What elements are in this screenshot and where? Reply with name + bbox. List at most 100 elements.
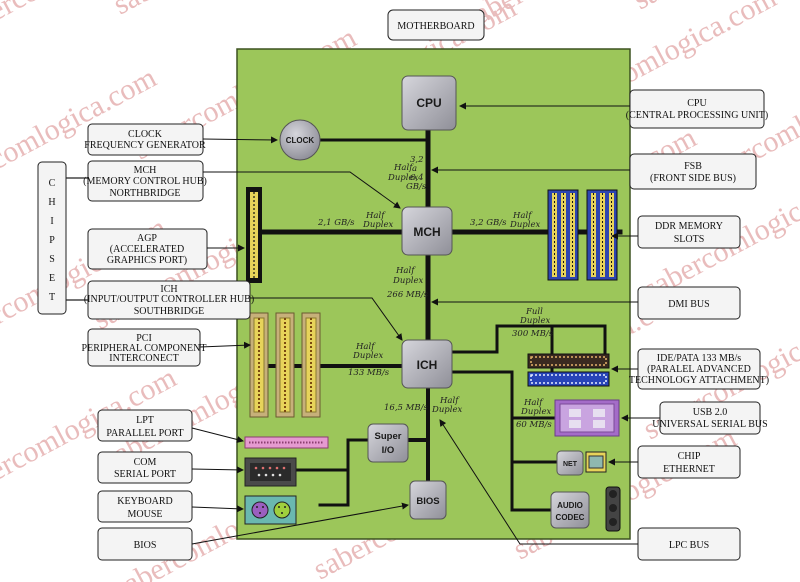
svg-text:TECHNOLOGY ATTACHMENT): TECHNOLOGY ATTACHMENT): [629, 375, 769, 386]
svg-text:133 MB/s: 133 MB/s: [348, 368, 390, 378]
callout-ethernet: CHIP ETHERNET: [608, 445, 741, 479]
svg-text:MOUSE: MOUSE: [127, 509, 162, 520]
svg-text:S: S: [49, 254, 55, 265]
cpu-chip-label: CPU: [416, 96, 441, 110]
svg-text:3,2: 3,2: [410, 155, 424, 165]
svg-text:3,2 GB/s: 3,2 GB/s: [470, 218, 507, 228]
svg-text:SOUTHBRIDGE: SOUTHBRIDGE: [134, 306, 205, 317]
svg-text:I: I: [50, 216, 53, 227]
callout-ddr: DDR MEMORY SLOTS: [611, 215, 741, 249]
svg-text:H: H: [48, 197, 55, 208]
svg-text:Half: Half: [523, 398, 544, 408]
mch-chip-label: MCH: [413, 225, 440, 239]
bus-labels: Half Duplex 3,2 a 6,4 GB/s 2,1 GB/s Half…: [317, 155, 554, 430]
callout-bios: BIOS: [97, 502, 409, 561]
svg-text:2,1 GB/s: 2,1 GB/s: [317, 218, 355, 228]
callout-usb: USB 2.0 UNIVERSAL SERIAL BUS: [621, 401, 768, 435]
svg-text:COM: COM: [134, 457, 157, 468]
svg-text:a: a: [412, 164, 417, 174]
svg-text:6,4: 6,4: [410, 173, 424, 183]
svg-text:Duplex: Duplex: [509, 220, 540, 230]
superio-label-1: Super: [375, 431, 402, 442]
svg-text:SLOTS: SLOTS: [674, 234, 705, 245]
usb-ports: [554, 399, 620, 437]
superio-label-2: I/O: [382, 445, 395, 456]
svg-text:E: E: [49, 273, 55, 284]
callout-fsb: FSB (FRONT SIDE BUS): [431, 153, 757, 190]
svg-text:BIOS: BIOS: [134, 540, 157, 551]
pci-slots: [249, 312, 321, 418]
svg-text:(PARALEL ADVANCED: (PARALEL ADVANCED: [647, 364, 751, 375]
audio-bus: [510, 460, 554, 512]
svg-text:300 MB/s: 300 MB/s: [512, 329, 554, 339]
svg-text:FREQUENCY GENERATOR: FREQUENCY GENERATOR: [84, 140, 206, 151]
svg-text:Half: Half: [512, 211, 533, 221]
svg-text:Duplex: Duplex: [520, 407, 551, 417]
svg-text:Duplex: Duplex: [352, 351, 383, 361]
svg-text:PERIPHERAL COMPONENT: PERIPHERAL COMPONENT: [82, 343, 207, 354]
ps2-connectors: [244, 495, 297, 525]
callout-cpu: CPU (CENTRAL PROCESSING UNIT): [459, 89, 768, 129]
callout-com: COM SERIAL PORT: [97, 451, 244, 484]
agp-slot: [246, 187, 262, 283]
ide-bus: [450, 324, 607, 357]
ddr-slot-group: [586, 189, 618, 281]
callout-keyboard: KEYBOARD MOUSE: [97, 490, 244, 523]
ddr-slot-group: [547, 189, 579, 281]
audio-label-2: CODEC: [556, 513, 585, 522]
svg-text:LPT: LPT: [136, 415, 154, 426]
chipset-box: C H I P S E T: [37, 161, 88, 315]
ethernet-socket: [585, 451, 607, 473]
svg-text:Duplex: Duplex: [431, 405, 462, 415]
callout-clock: CLOCK FREQUENCY GENERATOR: [84, 123, 278, 156]
clock-chip: CLOCK: [279, 119, 321, 161]
svg-text:T: T: [49, 292, 55, 303]
audio-jacks: [605, 486, 621, 532]
svg-text:Half: Half: [439, 396, 460, 406]
svg-text:(INPUT/OUTPUT CONTROLLER HUB): (INPUT/OUTPUT CONTROLLER HUB): [84, 294, 254, 305]
clock-chip-label: CLOCK: [286, 136, 315, 145]
watermark-text: sabercomlogica.com: [108, 0, 342, 21]
svg-text:PARALLEL PORT: PARALLEL PORT: [106, 428, 183, 439]
callout-ich: ICH (INPUT/OUTPUT CONTROLLER HUB) SOUTHB…: [84, 280, 403, 341]
svg-text:DDR MEMORY: DDR MEMORY: [655, 221, 723, 232]
page-title: MOTHERBOARD: [397, 21, 474, 32]
svg-text:Duplex: Duplex: [519, 316, 550, 326]
callout-pci: PCI PERIPHERAL COMPONENT INTERCONECT: [82, 328, 251, 367]
com-connector: [244, 457, 297, 487]
net-chip-label: NET: [563, 461, 578, 468]
left-callouts: CLOCK FREQUENCY GENERATOR MCH (MEMORY CO…: [82, 123, 409, 561]
svg-text:UNIVERSAL SERIAL BUS: UNIVERSAL SERIAL BUS: [652, 419, 767, 430]
svg-text:(MEMORY CONTROL HUB): (MEMORY CONTROL HUB): [83, 176, 207, 187]
svg-text:DMI BUS: DMI BUS: [668, 299, 709, 310]
svg-text:ICH: ICH: [160, 284, 177, 295]
audio-chip: AUDIO CODEC: [550, 491, 590, 529]
svg-text:KEYBOARD: KEYBOARD: [117, 496, 173, 507]
lpt-link: [318, 438, 370, 507]
lpt-connector: [244, 436, 329, 449]
ide-connector-1: [527, 353, 610, 369]
svg-text:(FRONT SIDE BUS): (FRONT SIDE BUS): [650, 173, 736, 184]
bios-chip-label: BIOS: [416, 496, 439, 507]
svg-text:C: C: [49, 178, 56, 189]
cpu-chip: CPU: [401, 75, 457, 131]
svg-text:Duplex: Duplex: [392, 276, 423, 286]
svg-text:SERIAL PORT: SERIAL PORT: [114, 469, 176, 480]
callout-lpc: LPC BUS: [439, 419, 741, 561]
pci-slot: [249, 312, 269, 418]
ide-connector-2: [527, 371, 610, 387]
svg-text:Duplex: Duplex: [387, 173, 418, 183]
svg-text:INTERCONECT: INTERCONECT: [109, 353, 178, 364]
svg-text:USB 2.0: USB 2.0: [693, 407, 727, 418]
svg-text:CHIP: CHIP: [678, 451, 701, 462]
pci-slot: [301, 312, 321, 418]
title-box: MOTHERBOARD: [387, 9, 485, 41]
callout-lpt: LPT PARALLEL PORT: [97, 409, 244, 443]
svg-text:60 MB/s: 60 MB/s: [516, 420, 552, 430]
svg-text:266 MB/s: 266 MB/s: [386, 290, 429, 300]
callout-mch: MCH (MEMORY CONTROL HUB) NORTHBRIDGE: [83, 160, 401, 209]
svg-text:Duplex: Duplex: [362, 220, 393, 230]
usb-bus: [450, 370, 560, 420]
ich-chip-label: ICH: [417, 358, 438, 372]
svg-text:Full: Full: [525, 307, 543, 317]
